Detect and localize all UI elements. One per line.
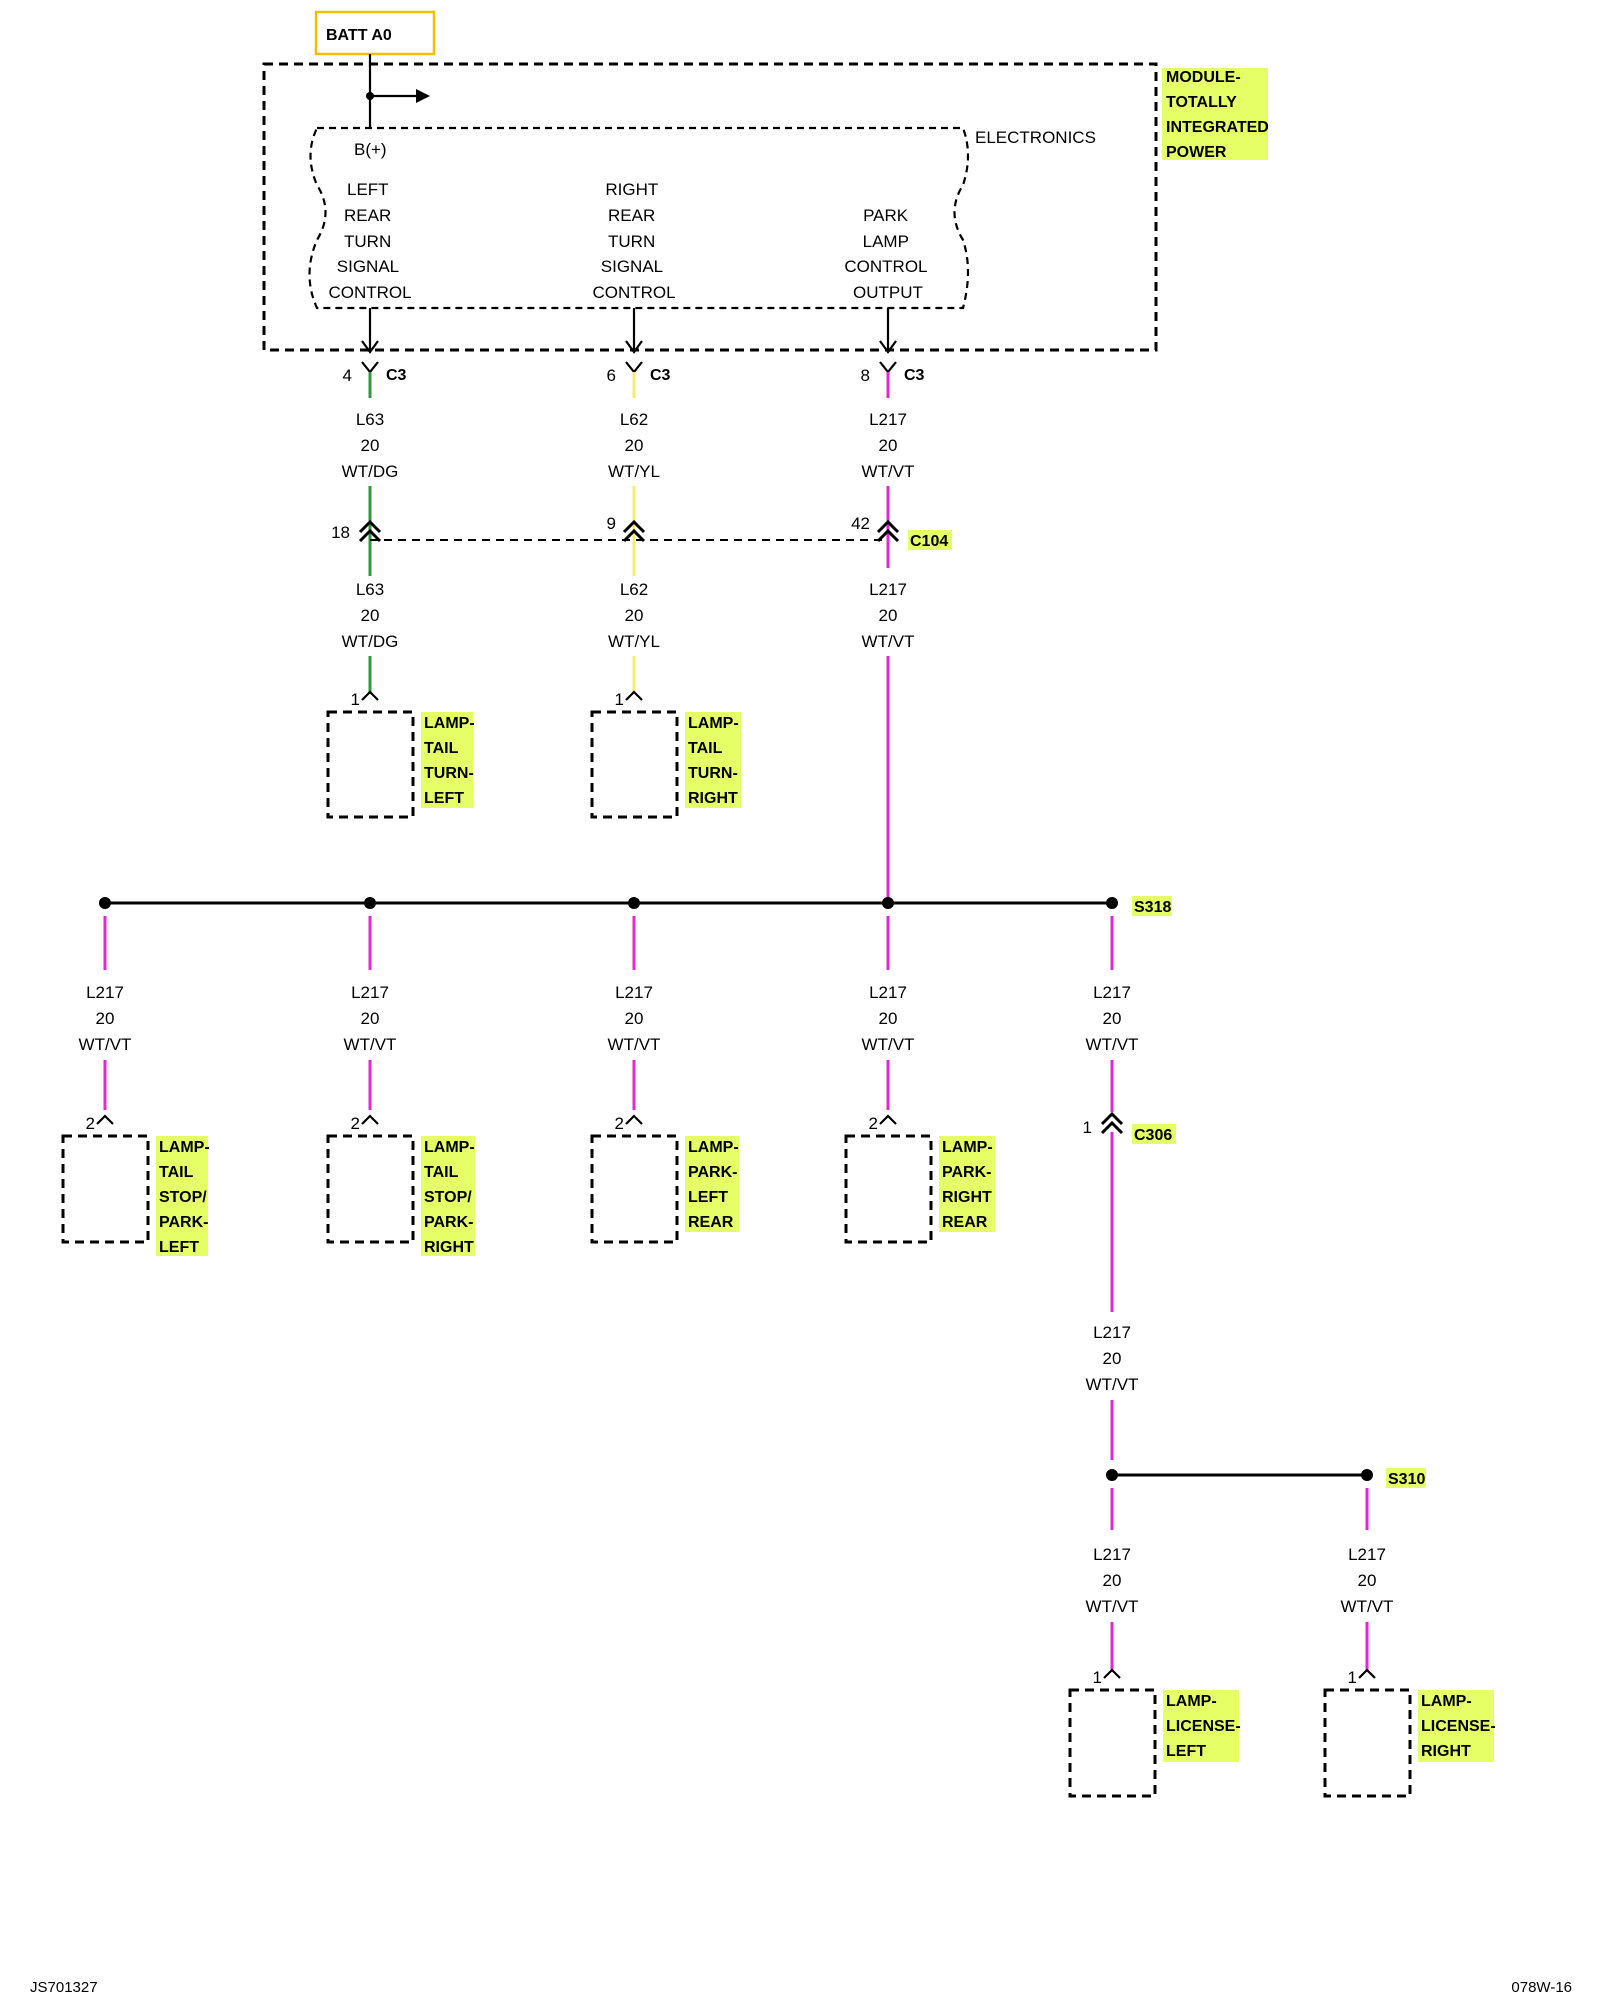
c306-connector-label: C306 [1134, 1127, 1172, 1144]
lamp-label-tail-turn-left: LAMP- TAIL TURN- LEFT [424, 715, 479, 807]
s310-label-highlight [1386, 1468, 1426, 1488]
lamp-label-tail-stop-park-left: LAMP- TAIL STOP/ PARK- LEFT [159, 1139, 214, 1256]
lamp-box-tail-stop-park-left [61, 1134, 150, 1244]
c306-connector-symbol [1100, 1111, 1124, 1135]
c3-pin-4: 4 [343, 366, 352, 385]
lamp-label-highlight [156, 1136, 208, 1256]
s318-label-highlight [1132, 896, 1172, 916]
c3-pin-6: 6 [607, 366, 616, 385]
c104-pin-42: 42 [851, 514, 870, 533]
c104-pin-9: 9 [607, 514, 616, 533]
c3-connector-symbols [361, 361, 897, 374]
c306-pin-1: 1 [1083, 1118, 1092, 1137]
lamp-label-park-left-rear: LAMP- PARK- LEFT REAR [688, 1139, 743, 1231]
lamp-label-highlight [421, 1136, 475, 1256]
c306-label-highlight [1132, 1124, 1176, 1144]
c104-connector-symbols [358, 519, 900, 543]
bplus-label: B(+) [354, 140, 387, 159]
lamp-pin: 1 [615, 690, 624, 709]
lamp-label-highlight [685, 712, 741, 808]
module-box [262, 62, 1158, 352]
lamp-pin: 1 [1348, 1668, 1357, 1687]
lamp-pin: 2 [86, 1114, 95, 1133]
lamp-label-license-right: LAMP- LICENSE- RIGHT [1421, 1693, 1500, 1760]
lamp-pin: 1 [1093, 1668, 1102, 1687]
lamp-label-highlight [939, 1136, 995, 1232]
s318-splice-dots [99, 897, 1118, 909]
module-title-highlight [1162, 68, 1268, 160]
lamp-pin: 2 [615, 1114, 624, 1133]
c104-connector-label: C104 [910, 533, 948, 550]
batt-label-box [314, 10, 436, 56]
lamp-box-license-left [1068, 1688, 1157, 1798]
lamp-label-park-right-rear: LAMP- PARK- RIGHT REAR [942, 1139, 997, 1231]
electronics-label: ELECTRONICS [975, 128, 1096, 147]
lamp-label-highlight [1163, 1690, 1239, 1762]
c3-connector-label-1: C3 [386, 367, 407, 384]
electronics-boundary [308, 126, 970, 310]
footer-right-code: 078W-16 [1511, 1979, 1572, 1996]
lamp-box-license-right [1323, 1688, 1412, 1798]
lamp-label-highlight [1418, 1690, 1494, 1762]
lamp-pin: 2 [869, 1114, 878, 1133]
lamp-label-highlight [421, 712, 473, 808]
lamp-pin: 2 [351, 1114, 360, 1133]
c104-label-highlight [908, 530, 952, 550]
module-title: MODULE- TOTALLY INTEGRATED POWER [1166, 69, 1273, 161]
lamp-box-tail-stop-park-right [326, 1134, 415, 1244]
output-label-park-lamp: PARK LAMP CONTROL OUTPUT [844, 206, 931, 302]
wire-segments [103, 372, 1369, 1672]
lamp-label-tail-stop-park-right: LAMP- TAIL STOP/ PARK- RIGHT [424, 1139, 479, 1256]
c3-connector-label-3: C3 [904, 367, 925, 384]
s318-label: S318 [1134, 899, 1171, 916]
c104-pin-18: 18 [331, 523, 350, 542]
c3-connector-label-2: C3 [650, 367, 671, 384]
s310-splice-dots [1106, 1469, 1373, 1481]
lamp-label-tail-turn-right: LAMP- TAIL TURN- RIGHT [688, 715, 743, 807]
output-label-right-rear-turn: RIGHT REAR TURN SIGNAL CONTROL [592, 180, 675, 302]
lamp-label-license-left: LAMP- LICENSE- LEFT [1166, 1693, 1245, 1760]
output-arrows [361, 308, 897, 354]
footer-left-code: JS701327 [30, 1979, 98, 1996]
lamp-box-tail-turn-left [326, 710, 415, 819]
lamp-box-tail-turn-right [590, 710, 679, 819]
output-label-left-rear-turn: LEFT REAR TURN SIGNAL CONTROL [328, 180, 411, 302]
lamp-box-park-right-rear [844, 1134, 933, 1244]
bplus-arrow-head [416, 89, 430, 103]
batt-label: BATT A0 [326, 27, 392, 44]
lamp-box-park-left-rear [590, 1134, 679, 1244]
lamp-pin-carets [96, 690, 1376, 1679]
c3-pin-8: 8 [861, 366, 870, 385]
s310-label: S310 [1388, 1471, 1425, 1488]
lamp-pin: 1 [351, 690, 360, 709]
lamp-label-highlight [685, 1136, 739, 1232]
